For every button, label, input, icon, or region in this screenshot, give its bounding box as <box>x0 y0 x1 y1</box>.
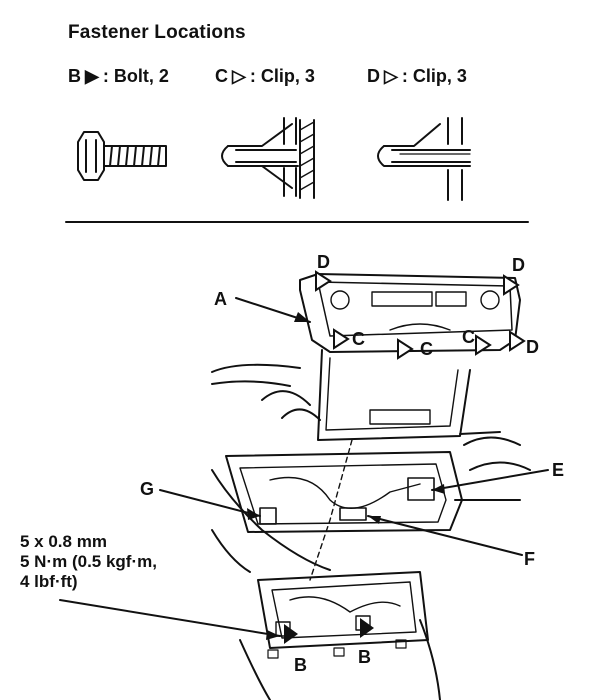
callout-d-1: D <box>317 252 330 272</box>
torque-spec-imperial: 4 lbf·ft) <box>20 572 78 591</box>
audio-unit-panel <box>300 274 520 440</box>
callout-e: E <box>552 460 565 480</box>
alignment-line <box>310 440 352 580</box>
legend-clip-c-letter: C <box>215 66 228 86</box>
torque-spec: 5 x 0.8 mm 5 N·m (0.5 kgf·m, 4 lbf·ft) <box>20 532 157 592</box>
legend-clip-c-text: : Clip, 3 <box>249 66 315 86</box>
legend-clip-d: D ▷ : Clip, 3 <box>367 66 467 87</box>
clip-d-marker-2 <box>504 276 518 294</box>
arrowhead-g <box>247 508 260 520</box>
bolt-b-marker-2 <box>360 618 374 638</box>
callout-d-3: D <box>526 337 539 357</box>
clip-c-marker-3 <box>476 336 490 354</box>
callout-b-1: B <box>294 655 307 675</box>
leader-e <box>432 470 548 490</box>
diagram-title: Fastener Locations <box>68 22 246 43</box>
arrowhead-f <box>368 516 381 524</box>
outline-triangle-icon: ▷ <box>384 66 398 86</box>
arrowhead-a <box>294 312 310 322</box>
outline-triangle-icon: ▷ <box>232 66 246 86</box>
legend-bolt-text: : Bolt, 2 <box>102 66 169 86</box>
leader-f <box>368 516 522 555</box>
legend-bolt: B ▶ : Bolt, 2 <box>68 66 169 87</box>
clip-c-marker-2 <box>398 340 412 358</box>
callout-b-2: B <box>358 647 371 667</box>
clip-c-illustration <box>222 118 314 198</box>
solid-triangle-icon: ▶ <box>85 66 99 86</box>
bolt-b-marker-1 <box>284 624 298 644</box>
clip-f <box>340 508 366 520</box>
callout-d-2: D <box>512 255 525 275</box>
clip-d-illustration <box>378 118 470 200</box>
lower-console <box>258 572 428 658</box>
torque-spec-size: 5 x 0.8 mm <box>20 532 107 551</box>
callout-f: F <box>524 549 535 569</box>
legend-clip-d-text: : Clip, 3 <box>401 66 467 86</box>
legend-clip-c: C ▷ : Clip, 3 <box>215 66 315 87</box>
clip-c-marker-1 <box>334 330 348 348</box>
leader-g <box>160 490 260 516</box>
arrowhead-e <box>432 484 445 494</box>
console-bracket <box>226 452 462 532</box>
callout-g: G <box>140 479 155 499</box>
torque-spec-torque: 5 N·m (0.5 kgf·m, <box>20 552 157 571</box>
bracket-e <box>408 478 434 500</box>
legend-bolt-letter: B <box>68 66 81 86</box>
callout-a: A <box>214 289 227 309</box>
clip-g <box>260 508 276 524</box>
clip-d-marker-3 <box>510 332 524 350</box>
clip-d-marker-1 <box>316 272 330 290</box>
callout-c-1: C <box>352 329 365 349</box>
bolt-illustration <box>78 132 166 180</box>
callout-c-2: C <box>420 339 433 359</box>
dashboard-outline <box>212 365 530 700</box>
callout-c-3: C <box>462 327 475 347</box>
leader-torque <box>60 600 280 636</box>
legend-clip-d-letter: D <box>367 66 380 86</box>
arrowhead-torque <box>266 630 280 640</box>
